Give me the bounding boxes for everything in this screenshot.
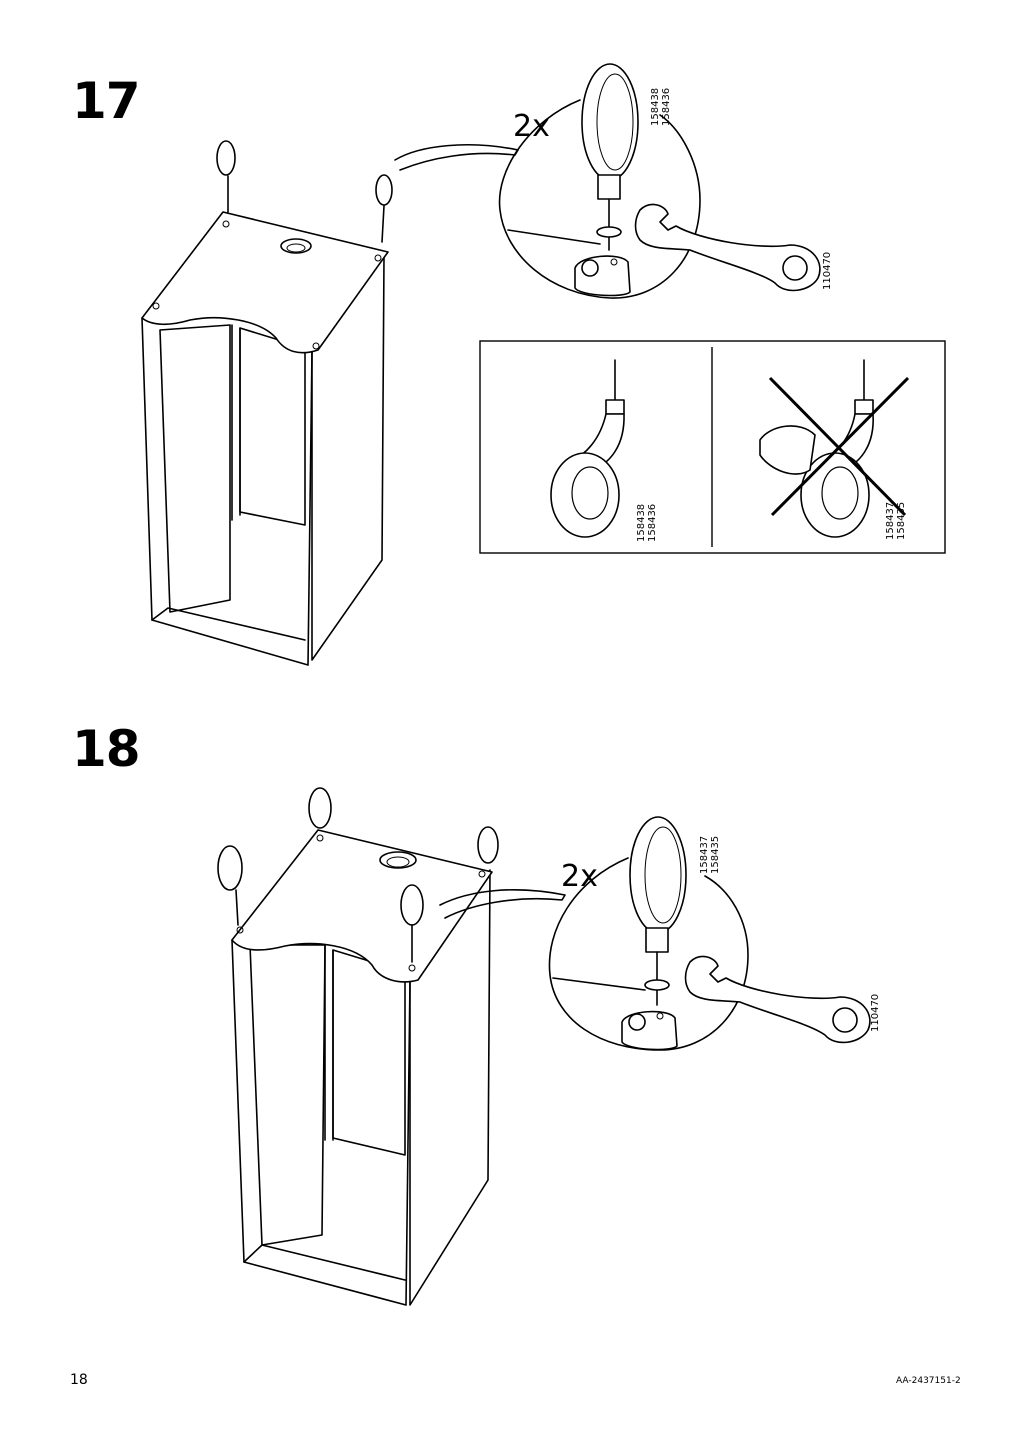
cabinet-step18 (217, 787, 499, 1306)
wrong-caster-icon (759, 359, 910, 538)
tool-code: 110470 (870, 993, 881, 1032)
part-code: 158437 158435 (699, 835, 721, 874)
quantity-label: 2x (513, 109, 550, 144)
document-id: AA-2437151-2 (896, 1376, 961, 1386)
detail-circle-step18 (439, 816, 871, 1051)
part-code: 158438 158436 (650, 87, 672, 126)
correct-part-code: 158438 158436 (636, 503, 658, 542)
quantity-label: 2x (561, 859, 598, 894)
cabinet-step17 (141, 140, 393, 666)
wrong-part-code: 158437 158435 (885, 501, 907, 540)
page-number: 18 (70, 1372, 88, 1388)
correct-caster-icon (550, 359, 625, 538)
check-panel (479, 340, 946, 554)
step-number: 17 (72, 72, 141, 130)
detail-circle-step17 (394, 63, 821, 299)
step-number: 18 (72, 720, 141, 778)
tool-code: 110470 (822, 251, 833, 290)
